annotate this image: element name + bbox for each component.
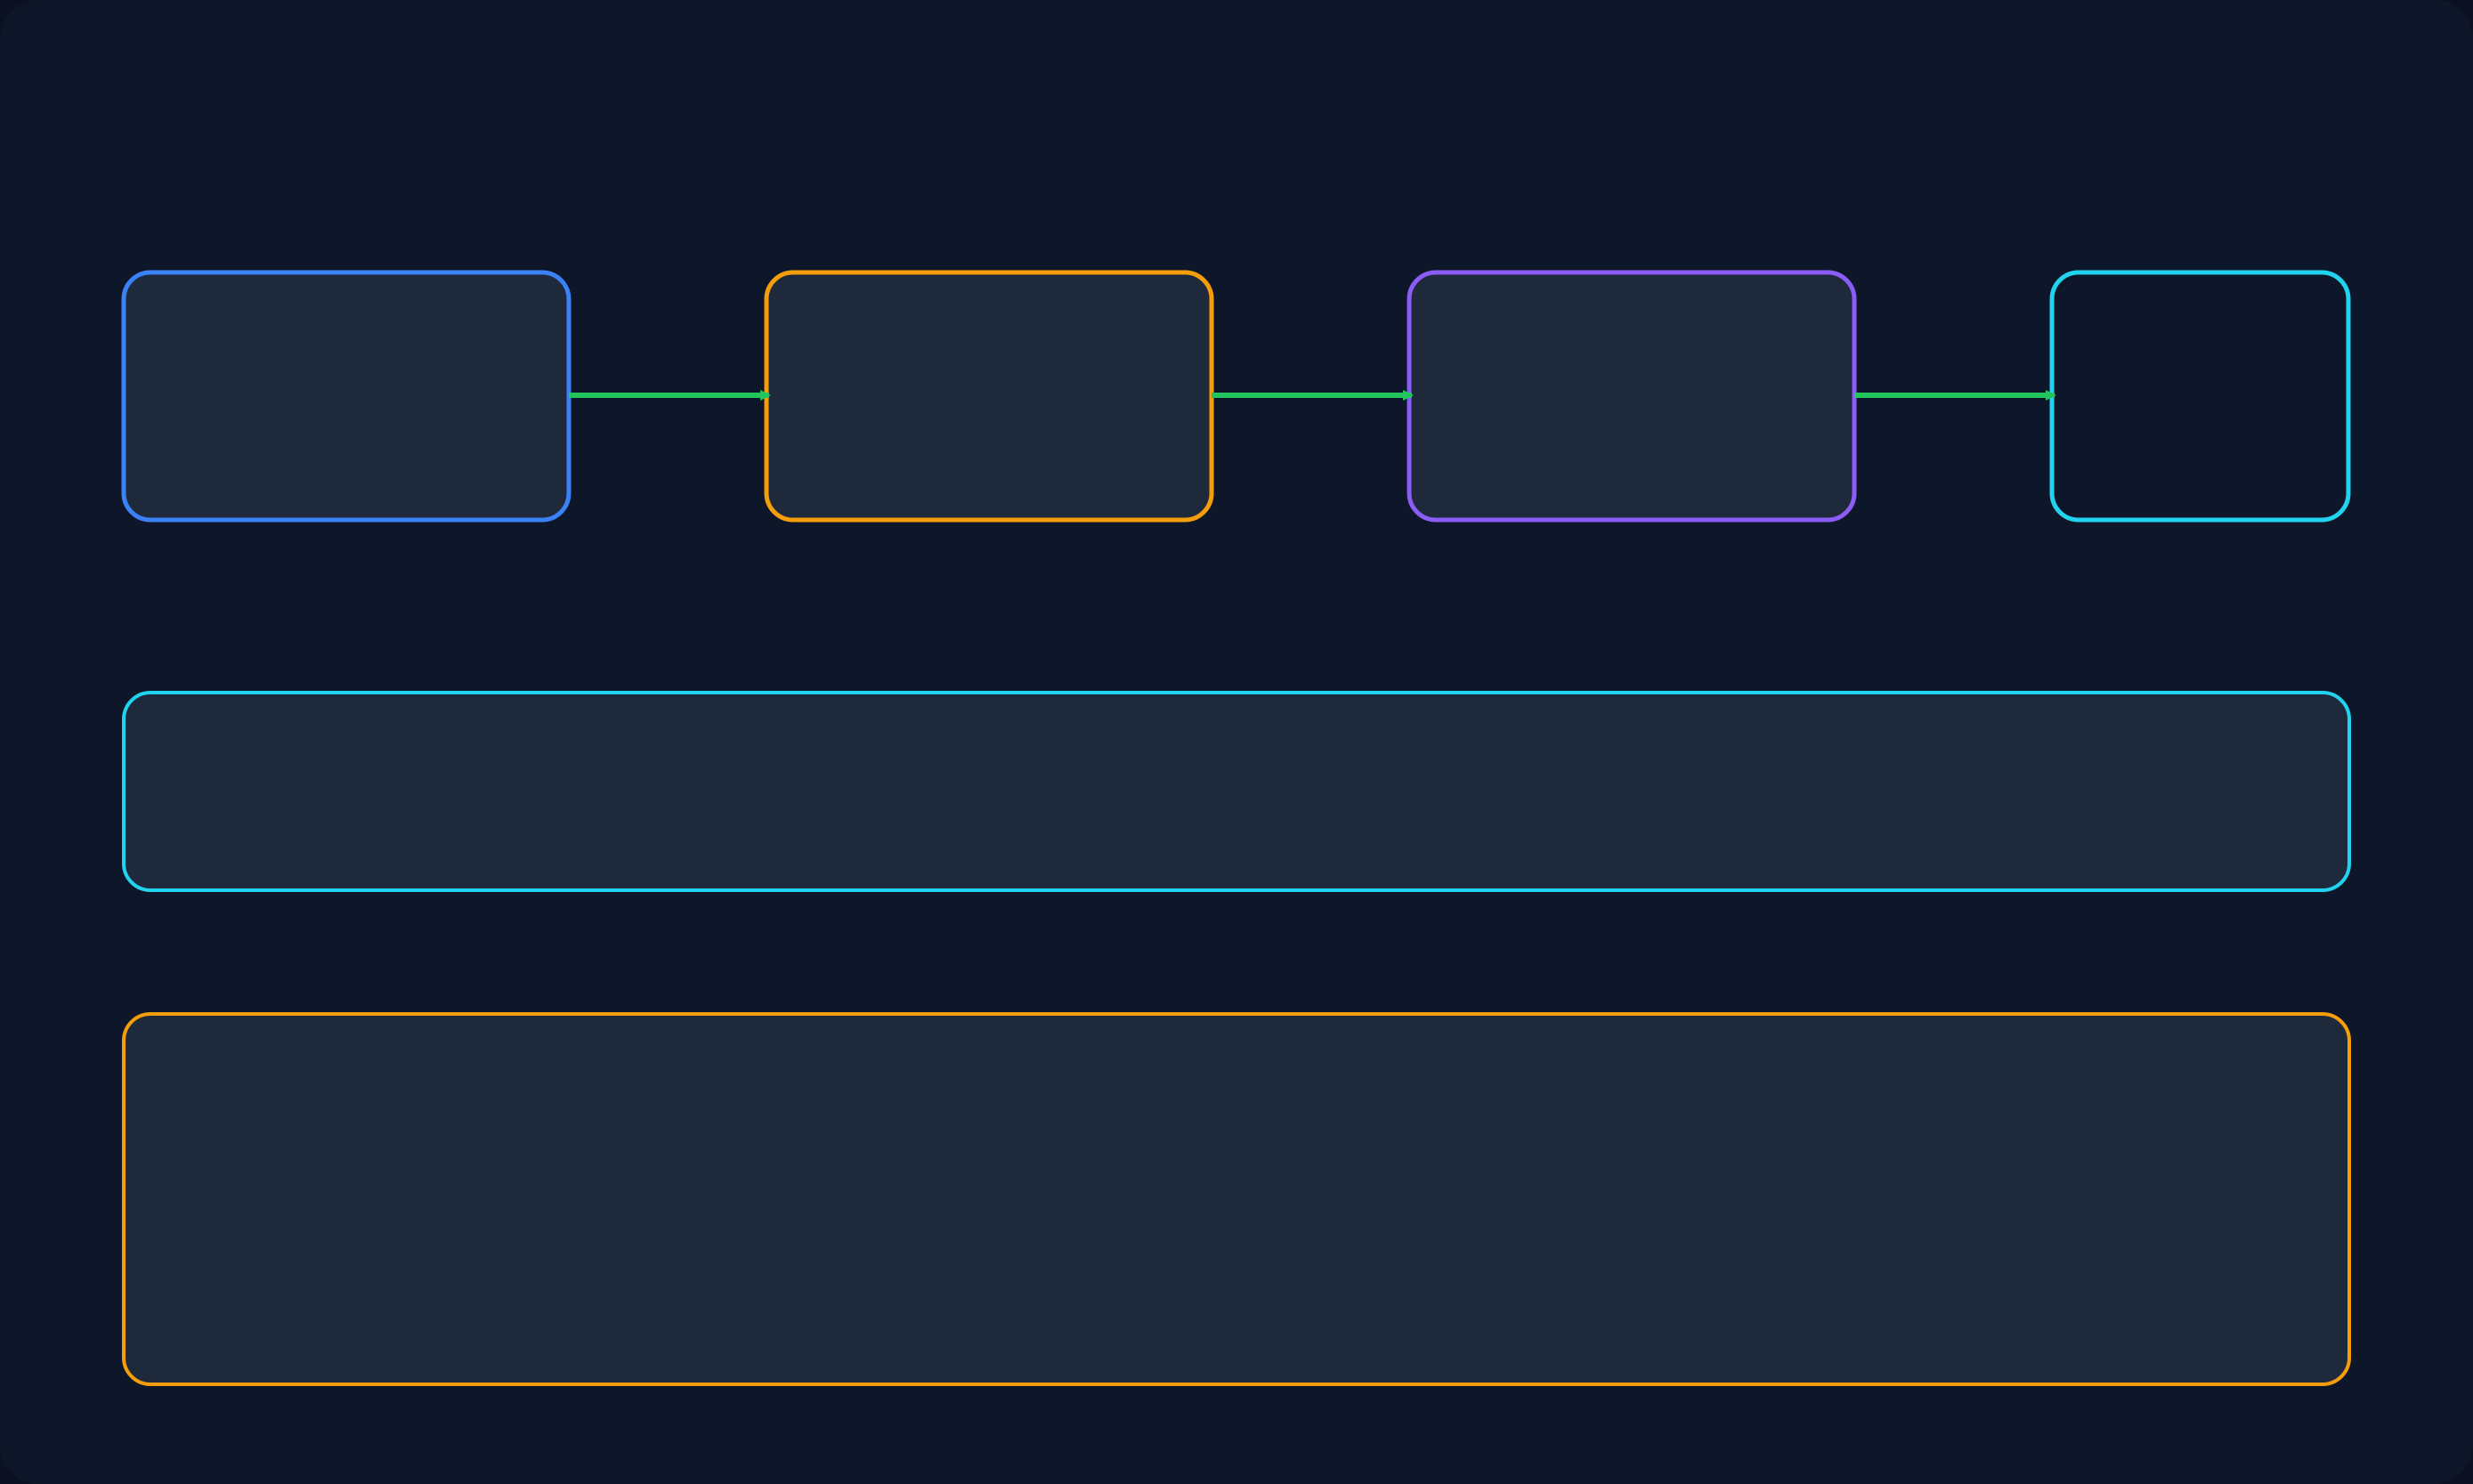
panel-2 xyxy=(122,1012,2351,1386)
panel-1 xyxy=(122,691,2351,892)
flow-box-3 xyxy=(1407,270,1857,523)
flow-box-2 xyxy=(764,270,1214,523)
flow-box-1 xyxy=(121,270,572,523)
flow-box-4 xyxy=(2049,270,2351,523)
